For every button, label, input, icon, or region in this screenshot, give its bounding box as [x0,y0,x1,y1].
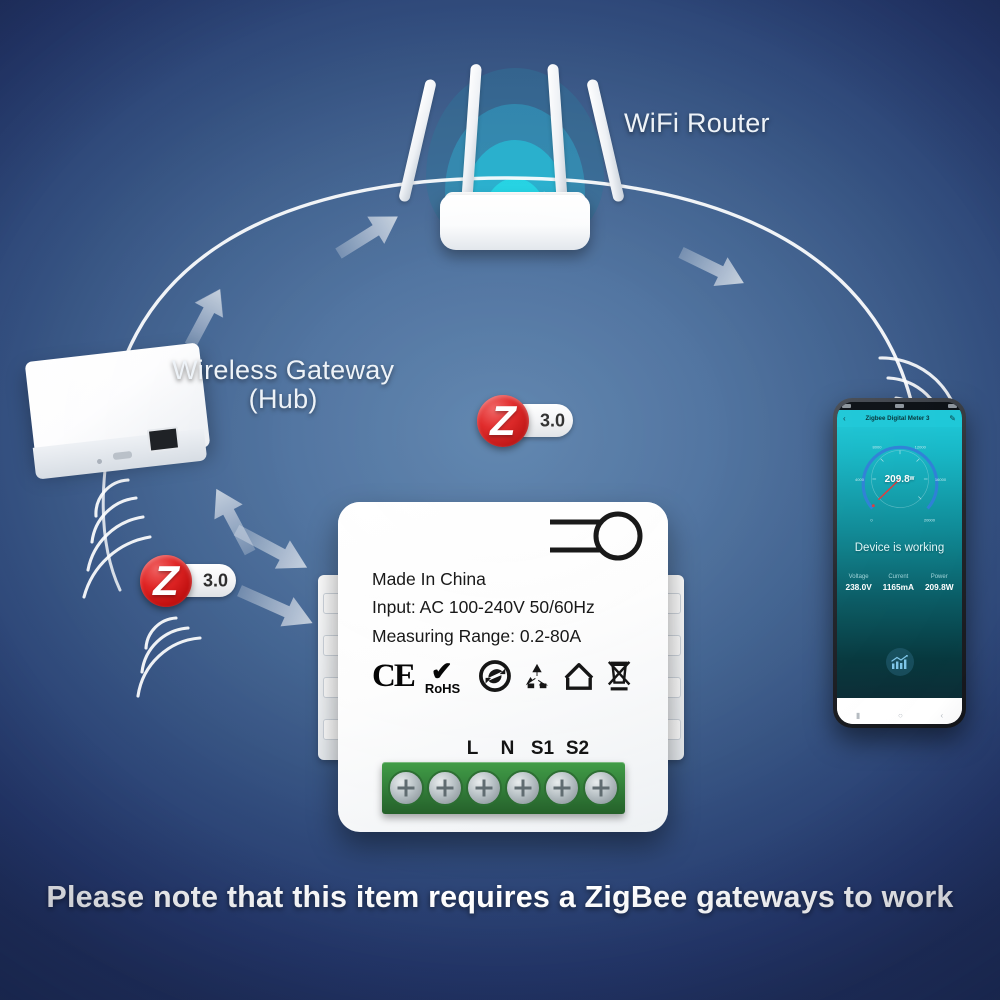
svg-text:16000: 16000 [934,477,945,482]
clock-icon [895,404,904,408]
metric-value: 1165mA [882,582,915,592]
device-spec-text: Made In China Input: AC 100-240V 50/60Hz… [372,565,672,650]
terminal-label-s2: S2 [565,738,590,759]
wifi-router-label: WiFi Router [624,108,770,138]
terminal-screw [426,770,463,806]
signal-icon [842,404,851,408]
android-nav-bar: ▮ ○ ‹ [837,706,962,724]
app-title: Zigbee Digital Meter 3 [865,415,930,422]
svg-text:4000: 4000 [855,477,865,482]
terminal-screw [465,770,502,806]
device-status-text: Device is working [854,542,945,554]
chart-bar-icon [891,654,908,669]
svg-text:12000: 12000 [914,445,926,450]
made-in-text: Made In China [372,569,486,589]
terminal-screw [544,770,581,806]
metric-voltage: Voltage 238.0V [845,574,871,592]
zigbee-version-text: 3.0 [202,570,228,590]
weee-crossed-bin-icon [607,661,631,691]
svg-text:8000: 8000 [872,445,882,450]
svg-text:20000: 20000 [923,517,935,522]
svg-text:0: 0 [870,517,873,522]
terminal-screw [387,770,424,806]
input-spec-text: Input: AC 100-240V 50/60Hz [372,597,595,618]
house-icon [564,663,594,690]
power-gauge: 8000 12000 4000 16000 0 20000 [855,445,946,523]
metric-power: Power 209.8W [925,574,954,592]
certification-marks: CE ✔ RoHS [372,655,632,697]
metric-key: Voltage [848,574,869,580]
rohs-label: RoHS [424,681,461,696]
back-chevron-icon[interactable]: ‹ [843,414,846,423]
chart-button[interactable] [885,648,914,676]
bottom-caption: Please note that this item requires a Zi… [46,880,954,914]
phone-status-bar [837,402,962,410]
terminal-screw [583,770,620,806]
zigbee-logo-icon [477,395,529,447]
zigbee-version-text: 3.0 [539,410,565,430]
gateway-label-line2: (Hub) [248,384,318,415]
wireless-gateway-label: Wireless Gateway (Hub) [172,355,395,415]
gauge-value-unit: W [909,476,915,482]
gateway-label-line1: Wireless Gateway [172,355,395,385]
zigbee-z-letter: Z [490,397,516,444]
zigbee-badge: 3.0 Z [477,395,577,447]
rohs-mark-icon: ✔ RoHS [424,656,461,696]
metric-current: Current 1165mA [883,574,914,592]
measuring-range-text: Measuring Range: 0.2-80A [372,625,582,646]
smartphone-mockup: ‹ Zigbee Digital Meter 3 ✎ 8000 12000 [833,398,966,728]
metric-value: 209.8W [924,582,954,592]
terminal-labels: L N S1 S2 [455,738,595,760]
battery-icon [948,404,957,408]
metric-key: Power [930,574,948,580]
terminal-label-l: L [466,738,479,759]
terminal-block [382,762,625,814]
terminal-label-n: N [500,738,515,759]
terminal-label-s1: S1 [530,738,555,759]
wifi-router-device [440,195,590,250]
green-dot-icon [478,660,511,692]
recent-apps-icon[interactable]: ▮ [855,710,861,720]
ce-mark-icon: CE [372,657,416,694]
zigbee-z-letter: Z [153,557,179,604]
app-header: ‹ Zigbee Digital Meter 3 ✎ [837,410,962,427]
zigbee-badge: 3.0 Z [140,555,240,607]
ethernet-port-icon [146,426,181,453]
metric-key: Current [888,574,909,580]
gauge-value-number: 209.8 [884,473,910,485]
metric-value: 238.0V [845,582,872,592]
phone-screen: ‹ Zigbee Digital Meter 3 ✎ 8000 12000 [837,402,962,724]
antenna-marking-icon [550,511,643,561]
back-icon[interactable]: ‹ [940,710,944,720]
recycle-icon [525,663,549,689]
zigbee-logo-icon [140,555,192,607]
terminal-screw [505,770,542,806]
metrics-row: Voltage 238.0V Current 1165mA Power 209.… [837,574,962,592]
pencil-edit-icon[interactable]: ✎ [949,414,956,423]
home-icon[interactable]: ○ [897,710,903,720]
